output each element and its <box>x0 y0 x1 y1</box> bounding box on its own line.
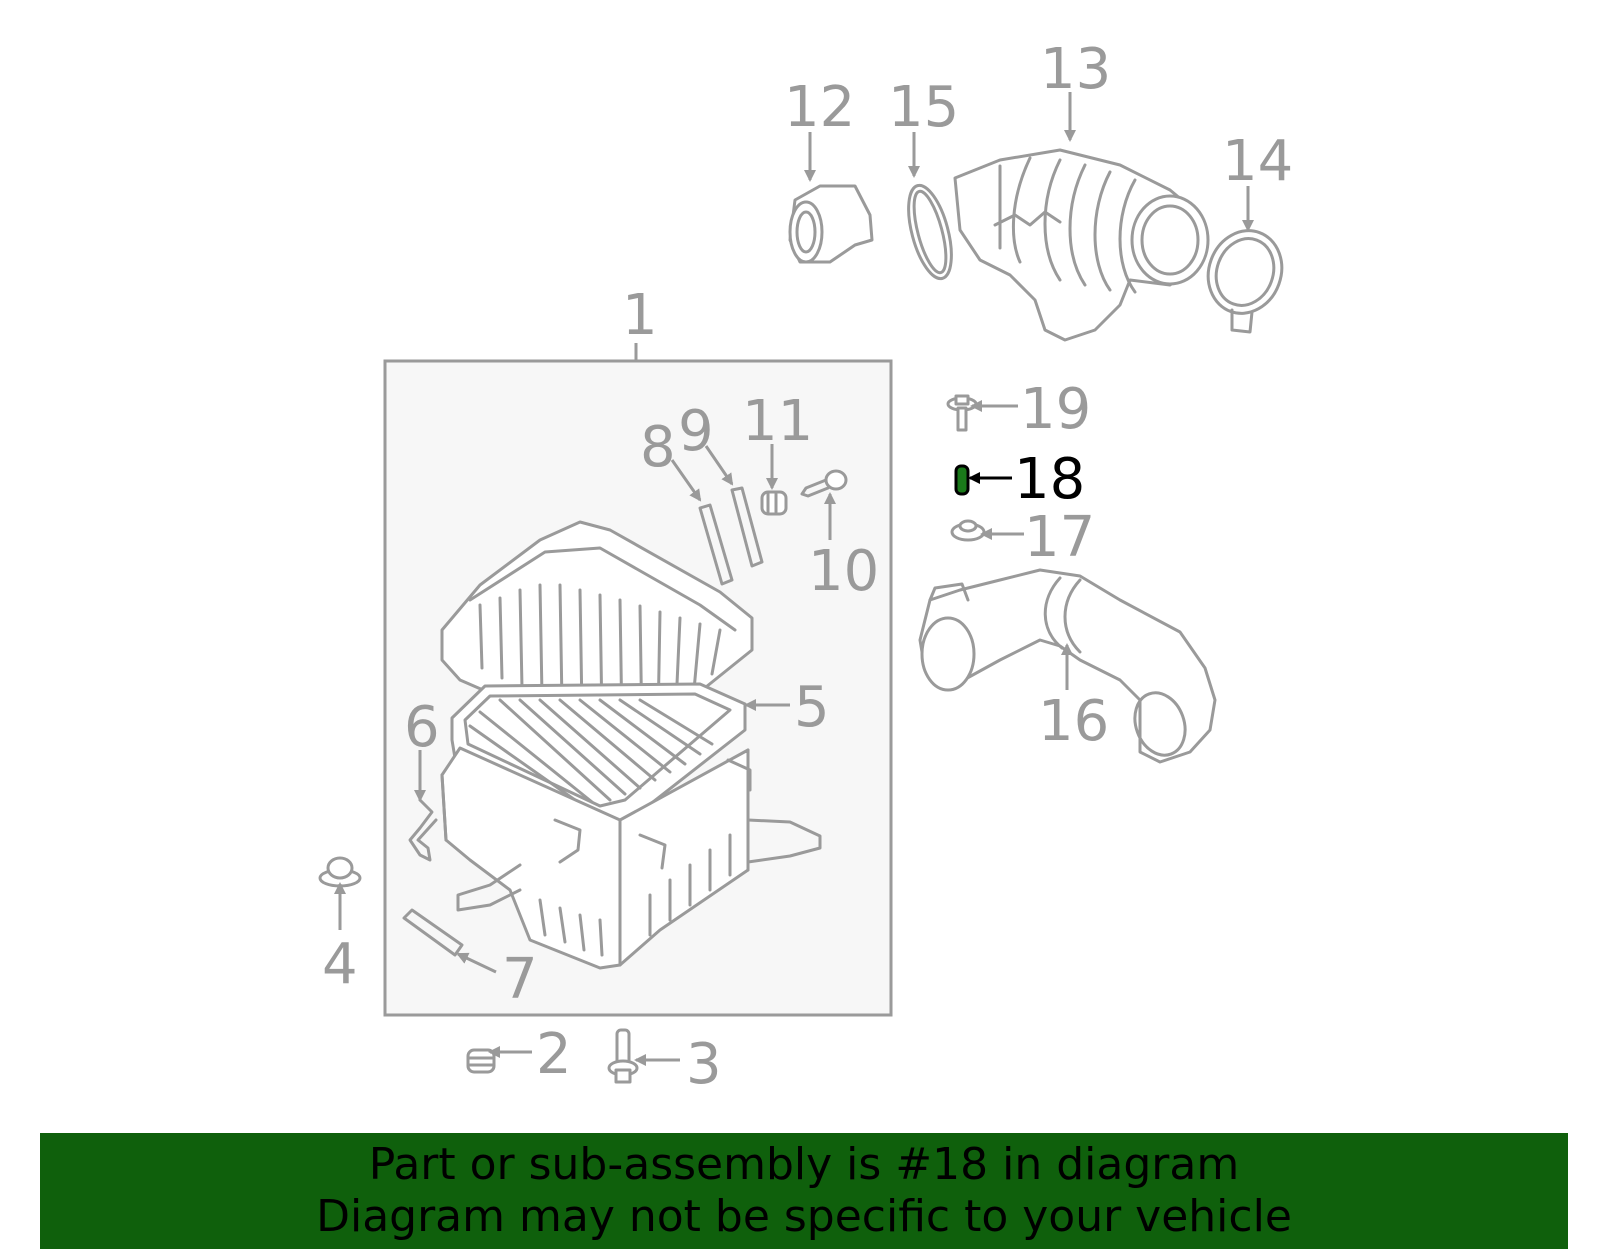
part-13-intake-boot <box>953 148 1210 342</box>
part-4-nut <box>318 856 362 888</box>
part-3-bolt <box>607 1028 639 1084</box>
part-18-highlighted <box>954 464 970 496</box>
callout-18-highlighted: 18 <box>1014 447 1085 512</box>
part-8-seal-strip <box>698 503 734 586</box>
callout-14: 14 <box>1222 129 1293 194</box>
part-17-nut <box>950 519 986 542</box>
part-11-grommet <box>760 490 788 516</box>
callout-12: 12 <box>784 75 855 140</box>
callout-4: 4 <box>322 932 358 997</box>
callout-2: 2 <box>536 1022 572 1087</box>
part-12-housing <box>788 184 874 264</box>
callout-9: 9 <box>678 399 714 464</box>
callout-16: 16 <box>1038 689 1109 754</box>
banner-line-1: Part or sub-assembly is #18 in diagram <box>368 1139 1240 1190</box>
callout-6: 6 <box>404 695 440 760</box>
callout-5: 5 <box>794 675 830 740</box>
callout-13: 13 <box>1040 37 1111 102</box>
callout-11: 11 <box>742 389 813 454</box>
callout-15: 15 <box>888 75 959 140</box>
part-10-clip <box>800 469 848 498</box>
callout-1: 1 <box>622 283 658 348</box>
callout-8: 8 <box>640 415 676 480</box>
callout-7: 7 <box>502 947 538 1012</box>
part-15-clamp <box>907 183 953 281</box>
info-banner: Part or sub-assembly is #18 in diagram D… <box>40 1133 1568 1249</box>
part-16-intake-pipe <box>918 568 1217 764</box>
part-2-grommet <box>466 1048 496 1074</box>
banner-line-2: Diagram may not be specific to your vehi… <box>316 1191 1292 1242</box>
callout-10: 10 <box>808 539 879 604</box>
part-19-bolt <box>946 394 978 432</box>
part-7-seal <box>402 908 464 957</box>
leader-lines <box>334 92 1254 1066</box>
part-9-seal-strip <box>730 486 764 568</box>
callout-17: 17 <box>1024 505 1095 570</box>
air-cleaner-lower-case <box>440 746 822 970</box>
part-6-clip <box>408 798 438 862</box>
part-14-clamp <box>1206 229 1284 334</box>
callout-3: 3 <box>686 1032 722 1097</box>
callout-19: 19 <box>1020 377 1091 442</box>
